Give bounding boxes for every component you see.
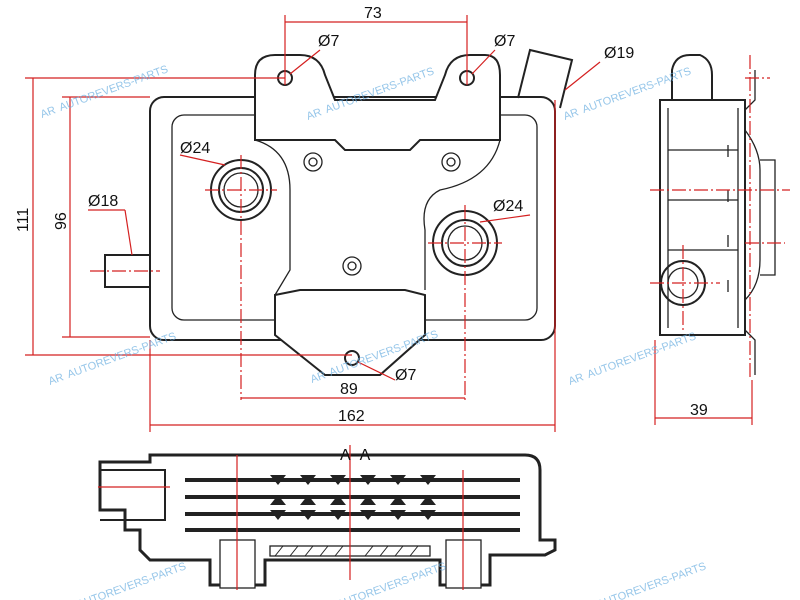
watermark-text: AUTOREVERS-PARTS <box>66 330 178 381</box>
dim-hole-bottom: Ø7 <box>395 367 416 384</box>
side-pipe <box>104 254 150 288</box>
watermark-logo: AR <box>305 106 324 123</box>
watermark-text: AUTOREVERS-PARTS <box>58 63 170 114</box>
watermark-logo: AR <box>562 106 581 123</box>
dim-96: 96 <box>53 212 70 230</box>
top-bracket <box>254 54 501 151</box>
dimension-lines <box>25 15 601 432</box>
dim-pipe-side: Ø18 <box>88 193 118 210</box>
watermark-logo: AR <box>47 371 66 388</box>
watermark-text: AUTOREVERS-PARTS <box>336 560 448 600</box>
rivets <box>303 152 461 276</box>
watermark-text: AUTOREVERS-PARTS <box>596 560 708 600</box>
section-label: A–A <box>340 447 371 464</box>
watermark-logo: AR <box>309 369 328 386</box>
dim-111: 111 <box>15 208 32 232</box>
watermark-text: AUTOREVERS-PARTS <box>586 330 698 381</box>
dim-pipe-top: Ø19 <box>604 45 634 62</box>
section-view: A–A <box>98 445 557 590</box>
watermark-logo: AR <box>567 371 586 388</box>
dim-port-lower: Ø24 <box>493 198 523 215</box>
dim-port-upper: Ø24 <box>180 140 210 157</box>
dim-hole-top-left: Ø7 <box>318 33 339 50</box>
side-view <box>650 54 790 425</box>
top-pipe <box>517 48 574 109</box>
mount-hole-bottom <box>344 350 360 366</box>
watermark-text: AUTOREVERS-PARTS <box>76 560 188 600</box>
watermark-text: AUTOREVERS-PARTS <box>581 65 693 116</box>
dim-73: 73 <box>364 5 382 22</box>
dim-162: 162 <box>338 408 365 425</box>
dim-89: 89 <box>340 381 358 398</box>
center-plate <box>254 139 501 296</box>
watermark-logo: AR <box>39 104 58 121</box>
dim-39: 39 <box>690 402 708 419</box>
front-view: 73 Ø7 Ø7 Ø19 111 96 Ø24 Ø18 Ø24 89 Ø7 16… <box>15 5 708 432</box>
dim-hole-top-right: Ø7 <box>494 33 515 50</box>
bottom-bracket <box>274 289 426 376</box>
dimension-labels: 73 Ø7 Ø7 Ø19 111 96 Ø24 Ø18 Ø24 89 Ø7 16… <box>15 5 708 425</box>
centerlines <box>90 155 502 400</box>
